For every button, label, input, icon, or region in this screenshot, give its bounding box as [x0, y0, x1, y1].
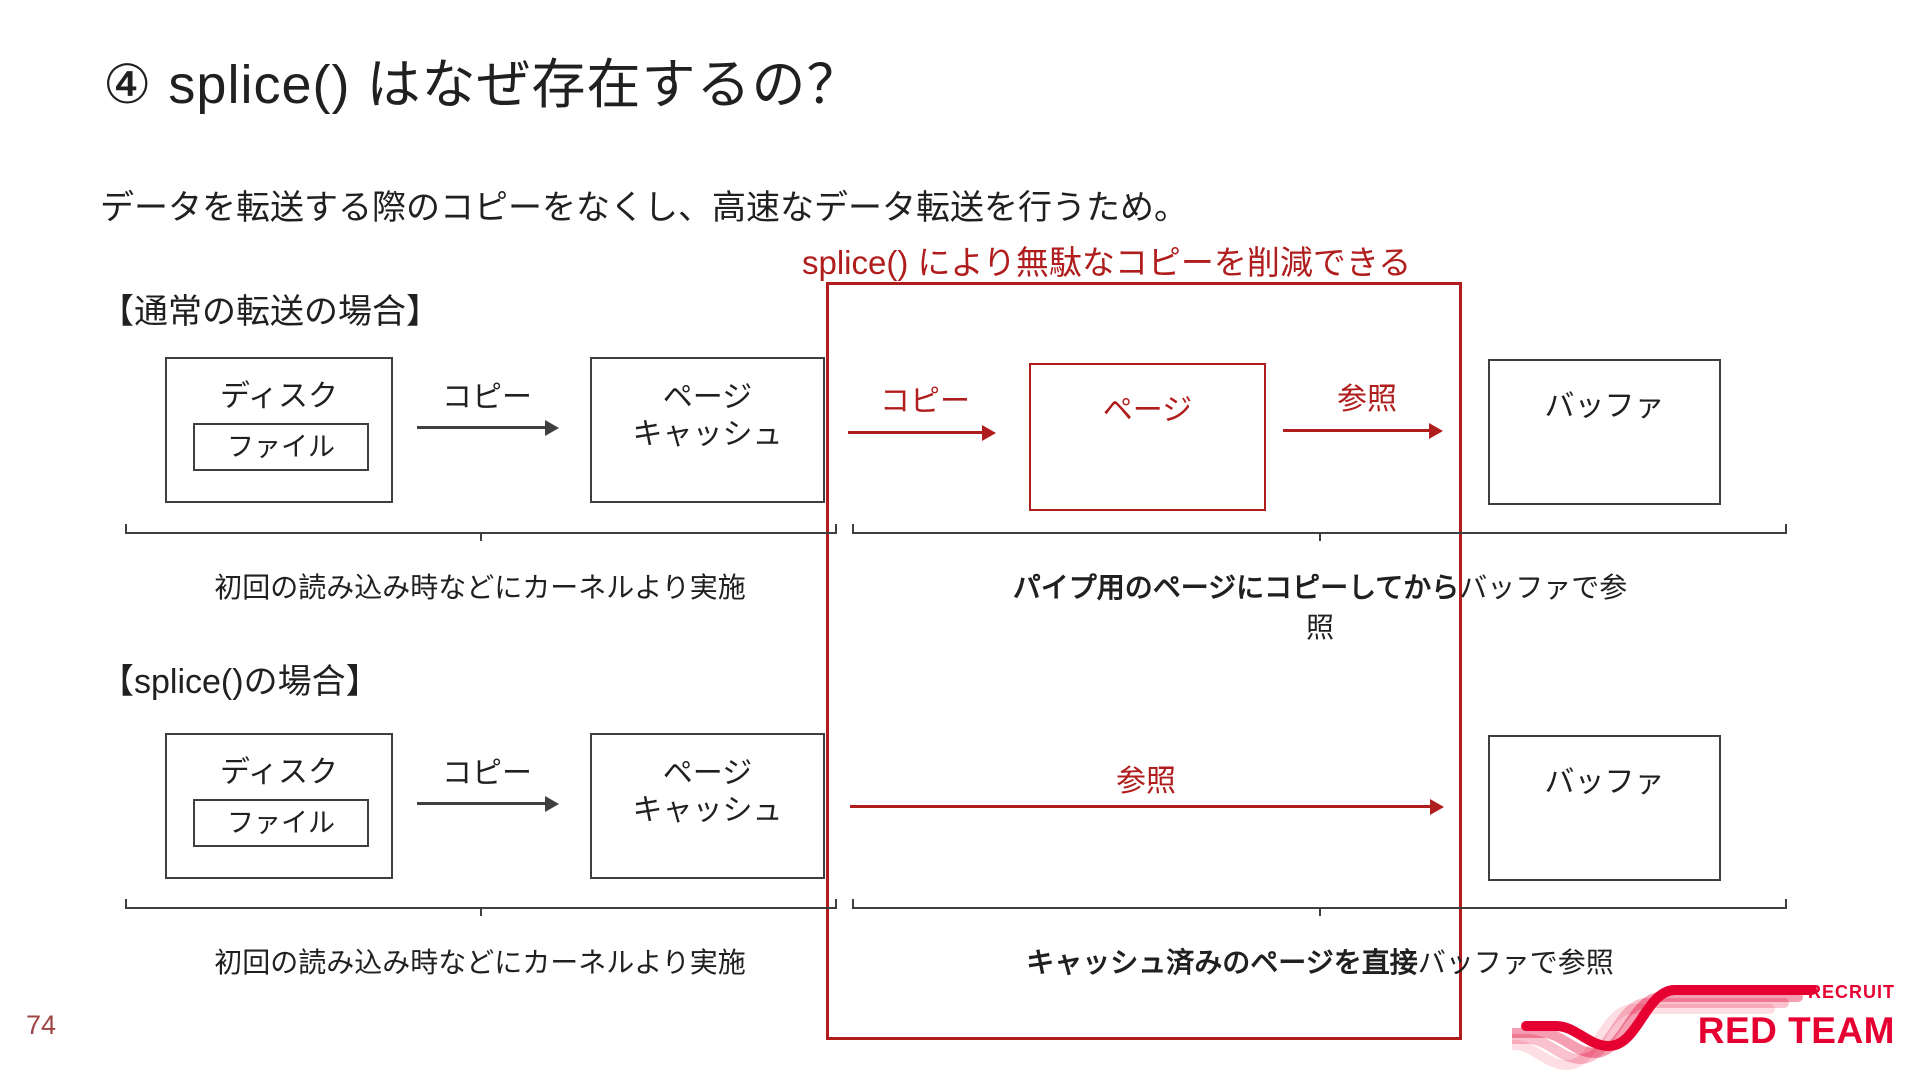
- disk-label: ディスク: [220, 756, 338, 789]
- pipe-copy-arrow: [848, 424, 996, 441]
- pipe-copy-arrow-label: コピー: [880, 385, 970, 418]
- splice-highlight-rect: [826, 282, 1462, 1040]
- reference-arrow-1: [1283, 422, 1443, 439]
- file-label: ファイル: [227, 432, 335, 462]
- caption-kernel-2: 初回の読み込み時などにカーネルより実施: [214, 947, 746, 978]
- copy-arrow-2: [417, 795, 559, 812]
- splice-scope-bracket-1: [852, 524, 1788, 547]
- caption-kernel-1: 初回の読み込み時などにカーネルより実施: [214, 572, 746, 603]
- page-cache-label-line1: ページ: [662, 757, 753, 790]
- caption-splice-1: パイプ用のページにコピーしてからバッファで参照: [1000, 566, 1640, 646]
- file-box-1: ファイル: [193, 423, 369, 471]
- disk-box-2: ディスク ファイル: [165, 733, 393, 879]
- copy-arrow-1: [417, 419, 559, 436]
- page-title: ④ splice() はなぜ存在するの？: [103, 55, 862, 115]
- splice-benefit-annotation: splice() により無駄なコピーを削減できる: [802, 244, 1412, 281]
- caption-splice-2: キャッシュ済みのページを直接バッファで参照: [1000, 941, 1640, 981]
- splice-scope-bracket-2: [852, 899, 1788, 922]
- kernel-scope-bracket-1: [125, 524, 838, 547]
- page-cache-label-line2: キャッシュ: [632, 794, 783, 827]
- section-2-header: 【splice()の場合】: [100, 663, 380, 701]
- caption-splice-2-rest: バッファで参照: [1417, 947, 1614, 978]
- buffer-box-2: バッファ: [1488, 735, 1721, 881]
- disk-label: ディスク: [220, 380, 338, 413]
- file-label: ファイル: [227, 808, 335, 838]
- slide-subtitle: データを転送する際のコピーをなくし、高速なデータ転送を行うため。: [100, 189, 1188, 227]
- copy-arrow-label-1: コピー: [442, 381, 532, 414]
- reference-arrow-label-2: 参照: [1116, 765, 1176, 798]
- reference-arrow-label-1: 参照: [1337, 383, 1397, 416]
- caption-splice-2-bold: キャッシュ済みのページを直接: [1026, 947, 1418, 978]
- pipe-page-label: ページ: [1102, 394, 1193, 427]
- buffer-label: バッファ: [1544, 766, 1665, 799]
- buffer-label: バッファ: [1544, 390, 1665, 423]
- pipe-page-box: ページ: [1029, 363, 1266, 511]
- page-cache-label-line1: ページ: [662, 381, 753, 414]
- disk-box-1: ディスク ファイル: [165, 357, 393, 503]
- page-cache-box-1: ページ キャッシュ: [590, 357, 825, 503]
- reference-arrow-2: [850, 798, 1444, 815]
- page-cache-box-2: ページ キャッシュ: [590, 733, 825, 879]
- buffer-box-1: バッファ: [1488, 359, 1721, 505]
- file-box-2: ファイル: [193, 799, 369, 847]
- caption-splice-1-bold: パイプ用のページにコピーしてから: [1012, 572, 1460, 603]
- page-number: 74: [26, 1010, 57, 1040]
- recruit-red-team-logo: RECRUIT RED TEAM: [1479, 968, 1902, 1072]
- caption-splice-1-rest: バッファで参照: [1305, 572, 1628, 643]
- logo-team-text: RED TEAM: [1698, 1010, 1895, 1051]
- logo-swoosh-icon: [1479, 985, 1817, 1071]
- copy-arrow-label-2: コピー: [442, 757, 532, 790]
- logo-brand-text: RECRUIT: [1808, 982, 1895, 1002]
- section-1-header: 【通常の転送の場合】: [100, 293, 440, 331]
- kernel-scope-bracket-2: [125, 899, 838, 922]
- page-cache-label-line2: キャッシュ: [632, 418, 783, 451]
